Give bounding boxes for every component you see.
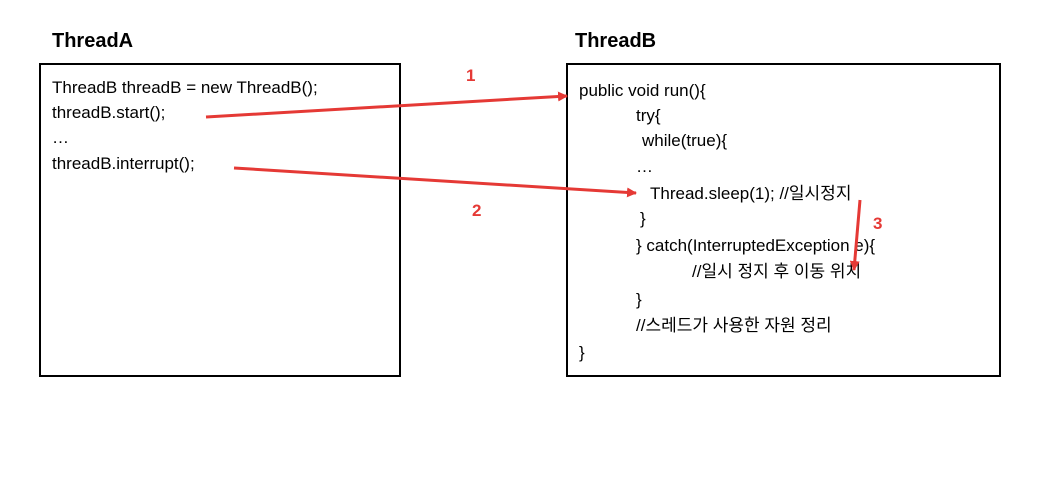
thread-a-line-start: threadB.start(); [52, 103, 166, 122]
step-2-label: 2 [472, 201, 482, 220]
thread-b-code-box [566, 63, 1001, 377]
thread-b-line-resume-comment: //일시 정지 후 이동 위치 [692, 262, 862, 281]
thread-a-line-ellipsis: … [52, 128, 69, 147]
arrow-interrupt-to-sleep [233, 166, 637, 198]
thread-a-title: ThreadA [52, 30, 134, 52]
thread-b-line-catch-close: } [636, 290, 642, 309]
thread-b-line-while-close: } [640, 209, 646, 228]
thread-b-line-cleanup-comment: //스레드가 사용한 자원 정리 [636, 316, 832, 335]
thread-b-line-run-close: } [579, 343, 585, 362]
thread-b-line-try: try{ [636, 106, 661, 125]
step-1-label: 1 [466, 66, 476, 85]
thread-b-line-catch: } catch(InterruptedException e){ [636, 236, 876, 255]
step-3-label: 3 [873, 214, 883, 233]
thread-b-title: ThreadB [575, 30, 657, 52]
thread-b-line-sleep: Thread.sleep(1); //일시정지 [650, 184, 852, 203]
arrow-start-to-run [205, 91, 568, 119]
thread-a-line-new-thread: ThreadB threadB = new ThreadB(); [52, 78, 318, 97]
thread-b-line-while: while(true){ [642, 131, 728, 150]
thread-b-line-run: public void run(){ [579, 81, 706, 100]
thread-b-line-ellipsis: … [636, 157, 653, 176]
arrow-sleep-to-catch [849, 199, 862, 271]
thread-a-line-interrupt: threadB.interrupt(); [52, 154, 195, 173]
